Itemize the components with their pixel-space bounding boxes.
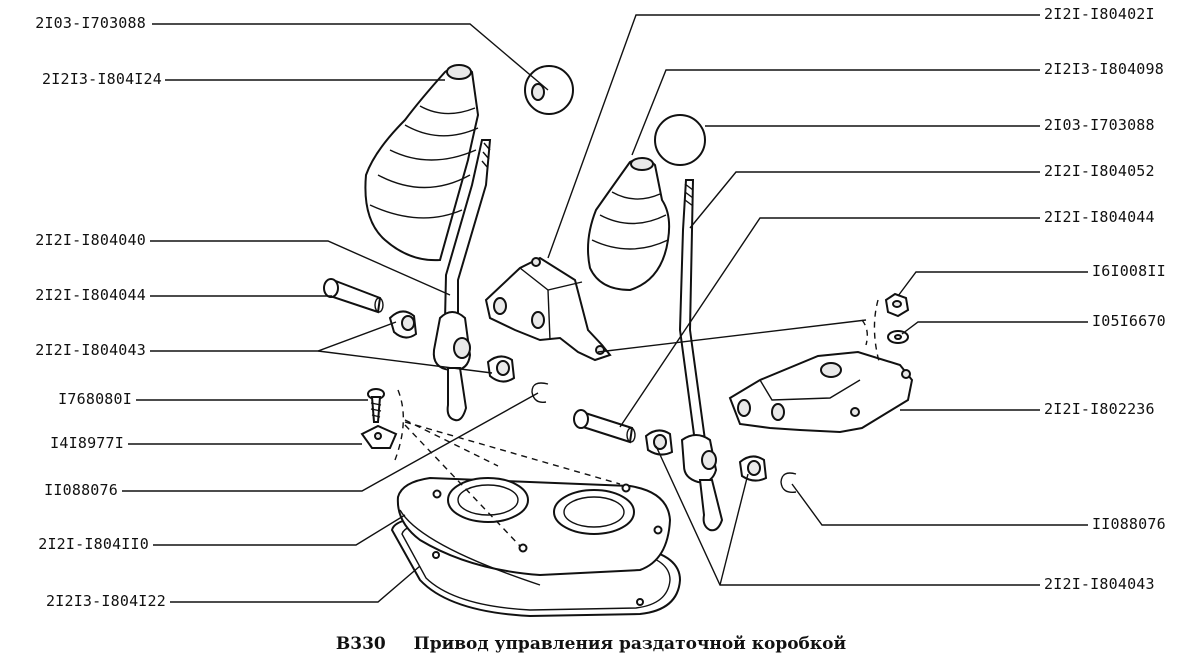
callout-left-2: 2I2I3-I804I24: [42, 70, 162, 88]
left-dashed-guide: [394, 389, 405, 461]
callout-right-10: 2I2I-I804043: [1044, 575, 1155, 593]
callout-right-6: I6I008II: [1092, 262, 1166, 280]
upper-mounting-plate: [396, 476, 672, 586]
right-bushings: [644, 429, 768, 482]
callout-right-5: 2I2I-I804044: [1044, 208, 1155, 226]
callout-right-9: II088076: [1092, 515, 1166, 533]
callout-right-8: 2I2I-I802236: [1044, 400, 1155, 418]
right-rubber-boot: [587, 157, 671, 292]
right-knob: [654, 114, 706, 166]
callout-left-10: 2I2I3-I804I22: [46, 592, 166, 610]
left-bushings: [388, 310, 516, 383]
figure-code: B330: [335, 634, 386, 654]
figure-caption: B330 Привод управления раздаточной короб…: [0, 634, 1182, 654]
callout-left-1: 2I03-I703088: [35, 14, 146, 32]
left-shift-lever: [432, 139, 492, 422]
screw-and-clip: [360, 388, 398, 449]
callout-left-5: 2I2I-I804043: [35, 341, 146, 359]
center-dashed-guide: [861, 319, 869, 346]
callout-left-8: II088076: [44, 481, 118, 499]
left-rubber-boot: [364, 64, 480, 262]
callout-left-9: 2I2I-I804II0: [38, 535, 149, 553]
left-clip: [531, 382, 549, 403]
callout-left-7: I4I8977I: [50, 434, 124, 452]
figure-title: Привод управления раздаточной коробкой: [413, 634, 847, 654]
left-assembly-arrow-2: [404, 421, 621, 485]
left-assembly-arrow-3: [404, 424, 521, 547]
callout-left-6: I768080I: [58, 390, 132, 408]
right-pin: [573, 409, 636, 444]
callout-left-4: 2I2I-I804044: [35, 286, 146, 304]
left-pin: [323, 278, 384, 314]
right-clip: [780, 472, 797, 493]
callout-left-3: 2I2I-I804040: [35, 231, 146, 249]
left-knob: [524, 65, 574, 115]
callout-right-1: 2I2I-I80402I: [1044, 5, 1155, 23]
callout-right-3: 2I03-I703088: [1044, 116, 1155, 134]
center-bracket: [484, 256, 612, 362]
leader-lines: [122, 14, 1088, 603]
right-bracket: [728, 350, 914, 434]
callout-right-7: I05I6670: [1092, 312, 1166, 330]
right-shift-lever: [678, 179, 724, 532]
right-dashed-guide: [873, 299, 881, 366]
callout-right-2: 2I2I3-I804098: [1044, 60, 1164, 78]
callout-right-4: 2I2I-I804052: [1044, 162, 1155, 180]
nut-and-washer: [884, 292, 910, 344]
